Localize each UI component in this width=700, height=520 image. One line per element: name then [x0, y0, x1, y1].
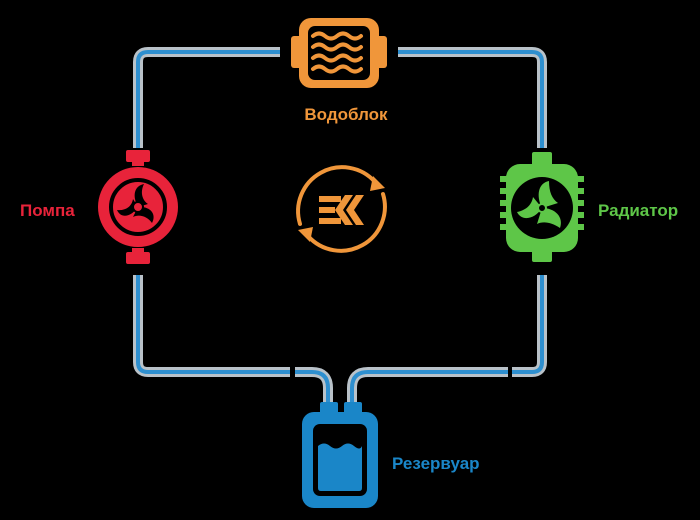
waterblock-node: Водоблок [291, 18, 388, 124]
waterblock-icon [291, 18, 387, 88]
pipe-waterblock-pump [133, 47, 280, 148]
pump-node: Помпа [20, 150, 178, 264]
pump-icon [98, 150, 178, 264]
radiator-label: Радиатор [598, 201, 678, 220]
reservoir-icon [302, 402, 378, 508]
pipe-pump-reservoir [133, 275, 333, 402]
radiator-fan-icon [500, 152, 584, 262]
ek-cycle-logo-icon [296, 165, 387, 253]
waterblock-label: Водоблок [304, 105, 388, 124]
reservoir-label: Резервуар [392, 454, 480, 473]
pipe-waterblock-radiator [398, 47, 547, 148]
pipes [133, 47, 547, 402]
pump-label: Помпа [20, 201, 75, 220]
reservoir-node: Резервуар [302, 402, 480, 508]
pipe-radiator-reservoir [347, 275, 547, 402]
radiator-node: Радиатор [500, 152, 678, 262]
